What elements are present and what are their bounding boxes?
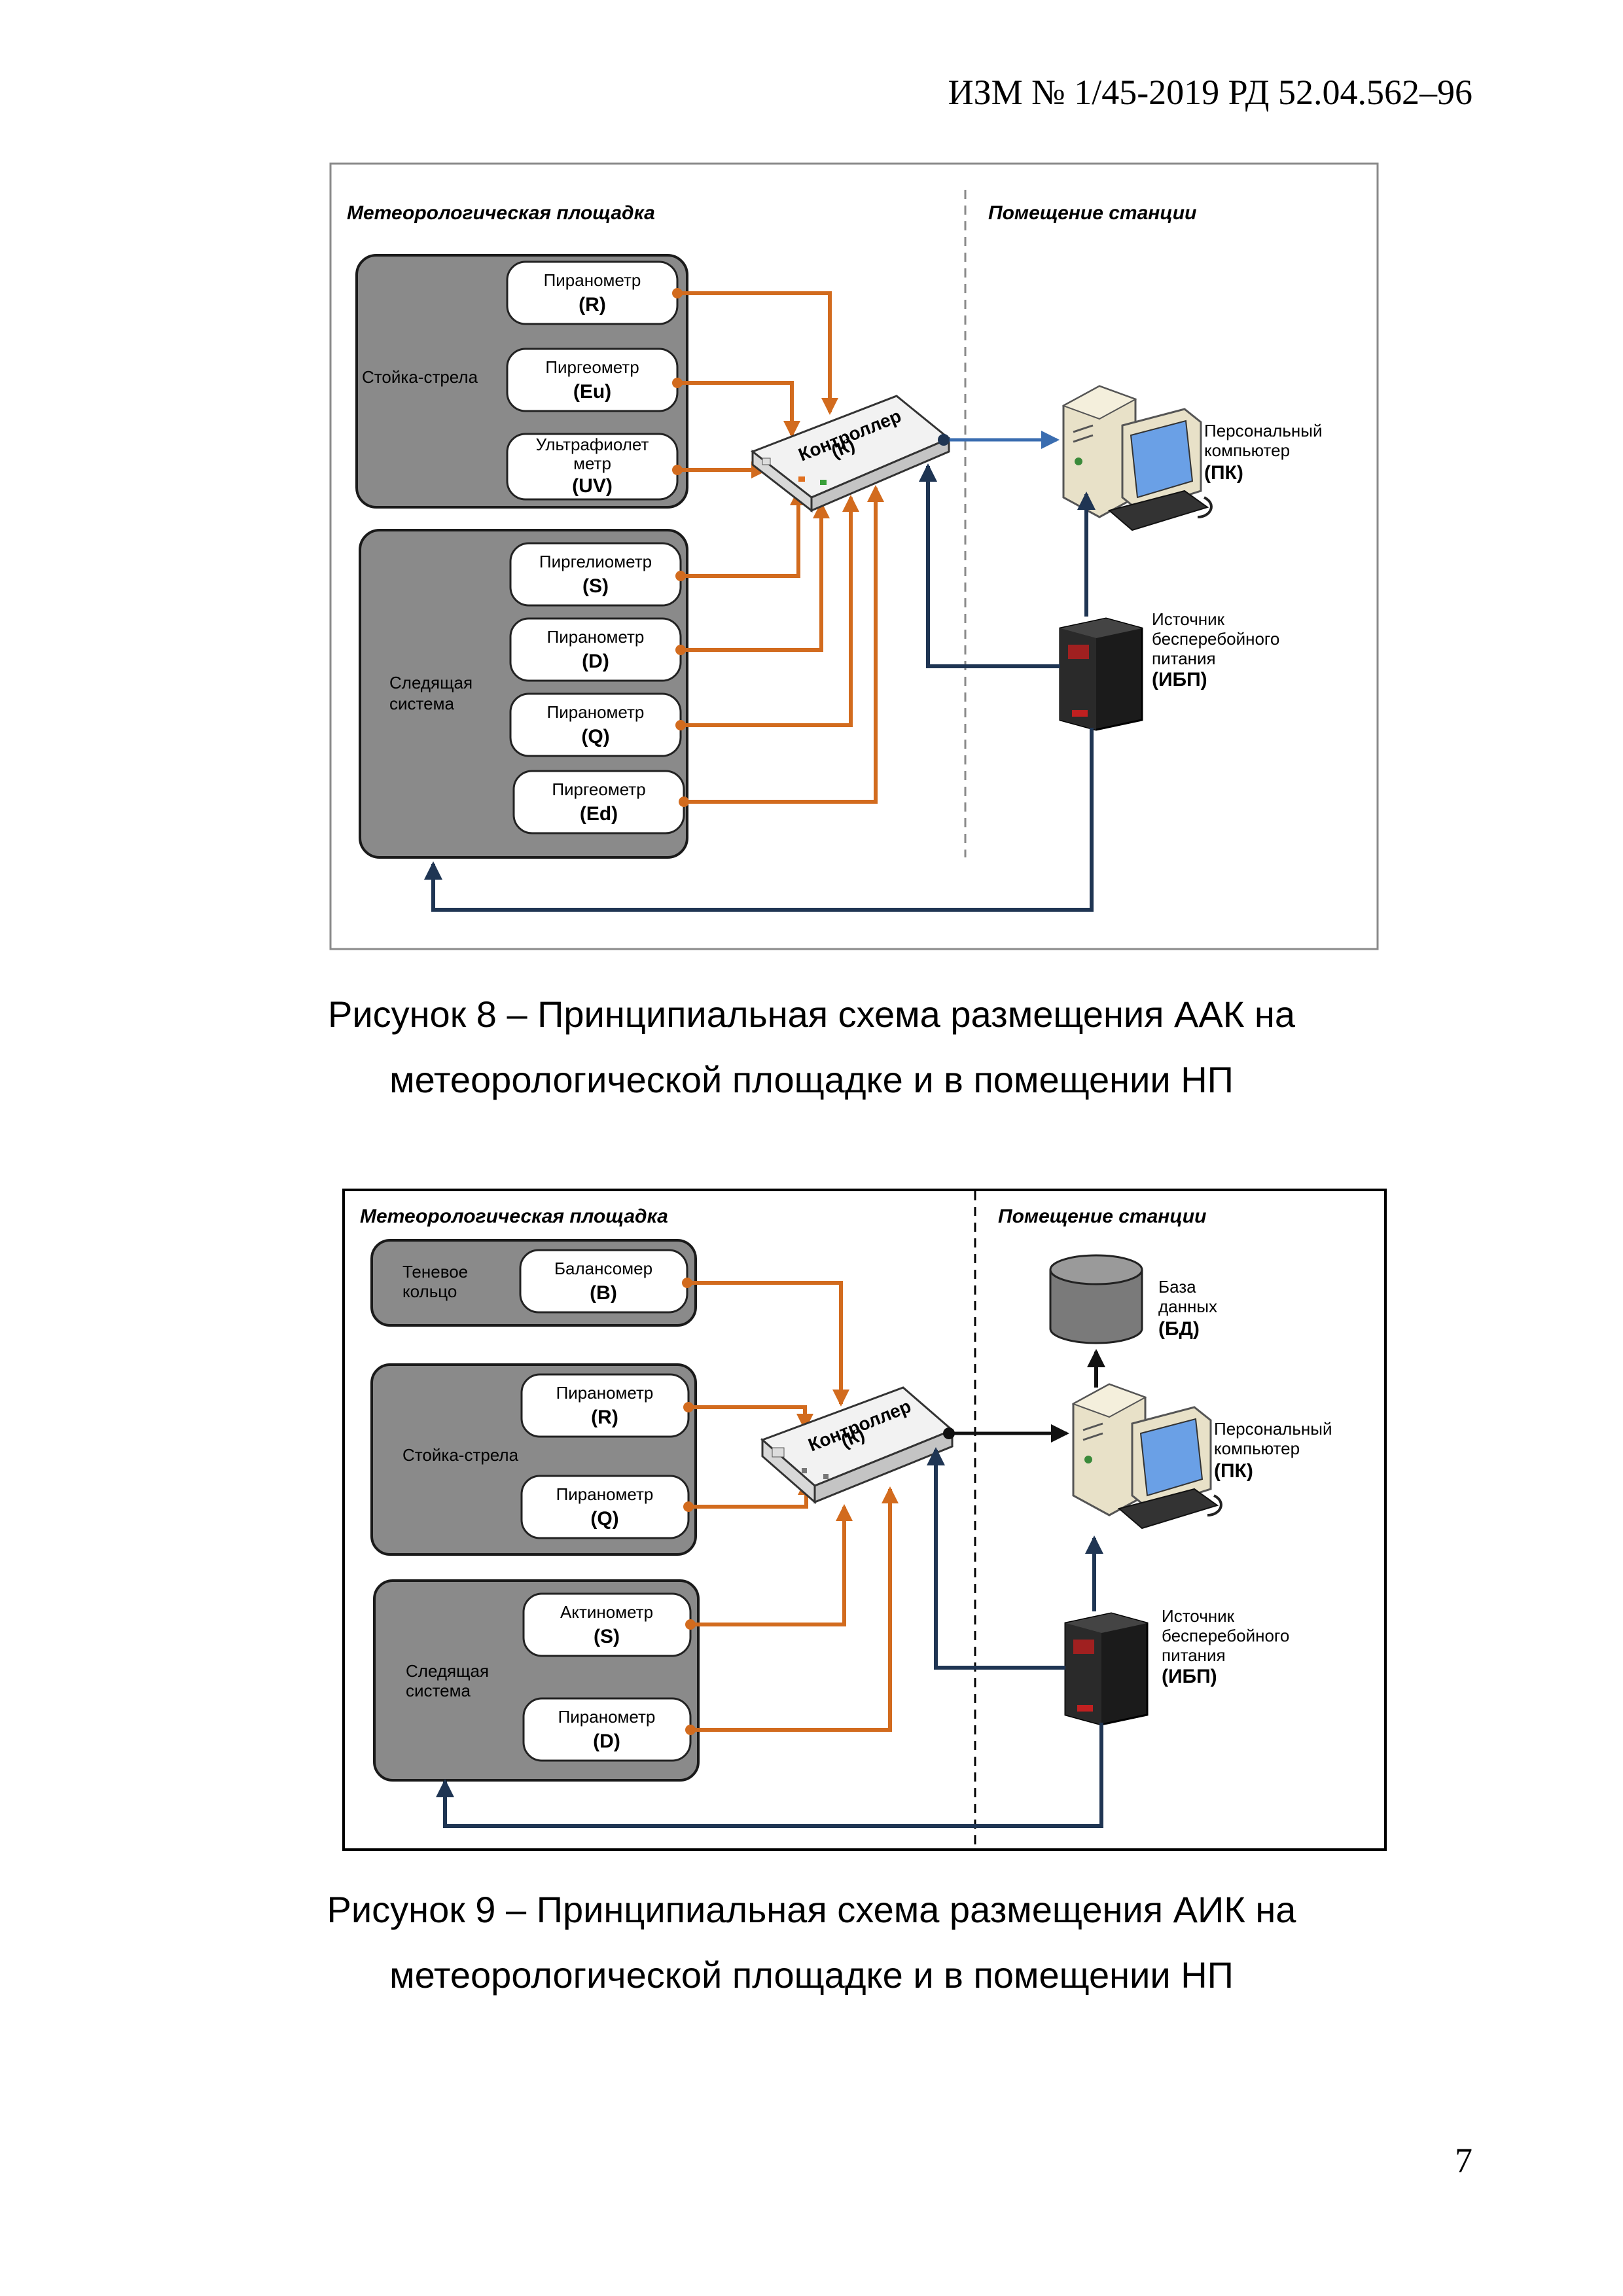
ups-device	[1059, 617, 1143, 731]
db-label-line2: данных	[1158, 1297, 1217, 1316]
svg-text:(R): (R)	[591, 1407, 618, 1428]
ups-label-line2-9: бесперебойного	[1162, 1626, 1289, 1645]
svg-text:(S): (S)	[582, 575, 609, 597]
group-tracking-9-line1: Следящая	[406, 1661, 489, 1681]
svg-text:(D): (D)	[582, 651, 609, 672]
pc-label-line1: Персональный	[1204, 421, 1322, 440]
svg-text:Пиранометр: Пиранометр	[547, 627, 645, 647]
db-label-line1: База	[1158, 1277, 1196, 1297]
svg-text:(R): (R)	[579, 294, 606, 315]
svg-text:Пиргеометр: Пиргеометр	[552, 780, 645, 799]
group-shadow-ring-line2: кольцо	[402, 1282, 457, 1301]
signal-line-dots	[672, 288, 689, 807]
signal-lines	[677, 291, 884, 804]
figure-8-caption: Рисунок 8 – Принципиальная схема размеще…	[0, 982, 1623, 1113]
svg-text:(D): (D)	[593, 1731, 620, 1752]
figure-9-diagram: Метеорологическая площадка Помещение ста…	[342, 1189, 1387, 1851]
sensor-pyranometer-q-9: Пиранометр (Q)	[520, 1475, 690, 1539]
power-lines-9	[436, 1447, 1103, 1828]
sensor-pyrgeometer-eu: Пиргеометр (Eu)	[506, 348, 679, 412]
group-boom-stand-label: Стойка-стрела	[362, 367, 478, 387]
figure-9-caption-line1: Рисунок 9 – Принципиальная схема размеще…	[327, 1889, 1296, 1930]
ups-device-9	[1064, 1612, 1149, 1726]
svg-text:(Q): (Q)	[590, 1508, 618, 1530]
ups-label-line1-9: Источник	[1162, 1606, 1235, 1626]
pc-label-line2-9: компьютер	[1214, 1439, 1300, 1458]
svg-text:(Eu): (Eu)	[573, 381, 611, 403]
svg-text:(B): (B)	[590, 1282, 617, 1304]
ups-label-code: (ИБП)	[1152, 669, 1207, 691]
svg-text:Пиргеометр: Пиргеометр	[545, 357, 639, 377]
svg-text:Актинометр: Актинометр	[560, 1602, 653, 1622]
sensor-pyranometer-d-9: Пиранометр (D)	[522, 1697, 692, 1762]
page-header: ИЗМ № 1/45-2019 РД 52.04.562–96	[948, 73, 1472, 112]
svg-text:(Q): (Q)	[581, 726, 609, 747]
page-number: 7	[1455, 2141, 1472, 2180]
zone-label-right-9: Помещение станции	[998, 1206, 1206, 1227]
sensor-actinometer-s: Актинометр (S)	[522, 1592, 692, 1657]
signal-line-dots-9	[682, 1278, 696, 1735]
pc-label-code: (ПК)	[1204, 462, 1243, 484]
svg-text:Пиранометр: Пиранометр	[558, 1707, 656, 1727]
sensor-pyrgeometer-ed: Пиргеометр (Ed)	[512, 770, 685, 834]
db-label-code: (БД)	[1158, 1318, 1200, 1340]
svg-text:Пиргелиометр: Пиргелиометр	[539, 552, 652, 571]
svg-text:метр: метр	[573, 454, 611, 473]
group-shadow-ring-line1: Теневое	[402, 1262, 468, 1282]
zone-label-left-9: Метеорологическая площадка	[360, 1206, 668, 1227]
pc-label-line2: компьютер	[1204, 440, 1290, 460]
ups-label-line3-9: питания	[1162, 1645, 1226, 1665]
svg-text:(Ed): (Ed)	[580, 803, 618, 825]
sensor-pyranometer-r: Пиранометр (R)	[506, 260, 679, 325]
group-tracking-9-line2: система	[406, 1681, 471, 1700]
zone-label-right: Помещение станции	[988, 202, 1196, 224]
svg-text:Ультрафиолет: Ультрафиолет	[536, 435, 649, 454]
signal-lines-9	[687, 1281, 899, 1732]
pc-computer-9	[1071, 1383, 1222, 1530]
zone-label-left: Метеорологическая площадка	[347, 202, 655, 224]
svg-text:Пиранометр: Пиранометр	[556, 1484, 654, 1504]
figure-8-caption-line2: метеорологической площадке и в помещении…	[389, 1059, 1234, 1100]
ups-label-line2: бесперебойного	[1152, 629, 1279, 649]
power-lines	[424, 463, 1096, 912]
figure-9-caption-line2: метеорологической площадке и в помещении…	[389, 1954, 1234, 1996]
svg-text:(S): (S)	[594, 1626, 620, 1647]
pc-label-code-9: (ПК)	[1214, 1460, 1253, 1482]
svg-text:Пиранометр: Пиранометр	[544, 270, 641, 290]
svg-text:(UV): (UV)	[572, 475, 613, 497]
sensor-pyranometer-d: Пиранометр (D)	[509, 617, 682, 682]
pc-label-line1-9: Персональный	[1214, 1419, 1332, 1439]
figure-8-diagram: Метеорологическая площадка Помещение ста…	[329, 162, 1379, 950]
group-tracking-label-line2: система	[389, 694, 454, 713]
ups-label-line1: Источник	[1152, 609, 1225, 629]
svg-text:Пиранометр: Пиранометр	[547, 702, 645, 722]
figure-8-caption-line1: Рисунок 8 – Принципиальная схема размеще…	[327, 994, 1295, 1035]
ups-label-line3: питания	[1152, 649, 1216, 668]
svg-text:Балансомер: Балансомер	[554, 1259, 652, 1278]
sensor-pyranometer-r-9: Пиранометр (R)	[520, 1373, 690, 1438]
svg-text:Пиранометр: Пиранометр	[556, 1383, 654, 1403]
group-tracking-label-line1: Следящая	[389, 673, 473, 692]
ups-label-code-9: (ИБП)	[1162, 1666, 1217, 1687]
group-boom-stand-9-label: Стойка-стрела	[402, 1445, 519, 1465]
sensor-pyranometer-q: Пиранометр (Q)	[509, 692, 682, 757]
pc-computer	[1061, 385, 1213, 531]
controller-device-9: Контроллер (К)	[760, 1386, 954, 1505]
figure-9-caption: Рисунок 9 – Принципиальная схема размеще…	[0, 1877, 1623, 2008]
sensor-balance-meter-b: Балансомер (B)	[519, 1249, 688, 1314]
database-cylinder	[1049, 1254, 1143, 1344]
sensor-pyrheliometer-s: Пиргелиометр (S)	[509, 542, 682, 607]
